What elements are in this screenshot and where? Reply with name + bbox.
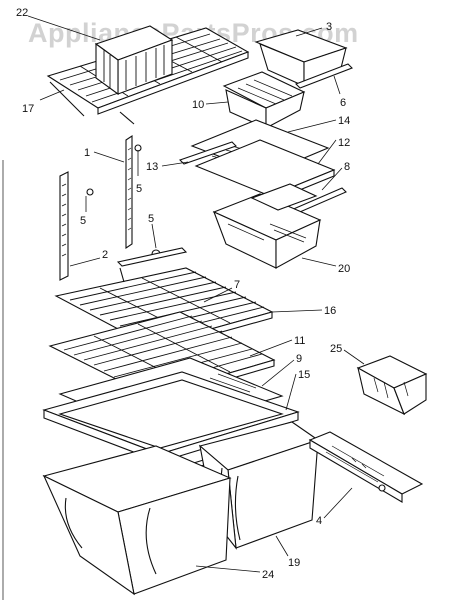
callout-22: 22 (16, 7, 28, 19)
callout-6: 6 (340, 97, 346, 109)
callout-11: 11 (294, 335, 305, 347)
shelf-ladder-right (125, 134, 133, 250)
callout-16: 16 (324, 305, 336, 317)
callout-2: 2 (102, 249, 108, 261)
crisper-drawer-left (42, 445, 232, 596)
door-bin (356, 355, 428, 416)
callout-4: 4 (316, 515, 322, 527)
callout-9: 9 (296, 353, 302, 365)
callout-10: 10 (192, 99, 204, 111)
callout-5-left: 5 (80, 215, 86, 227)
callout-labels: 22 3 17 6 10 14 12 1 13 8 5 5 5 2 20 7 1… (16, 7, 350, 581)
bin-rail (295, 63, 353, 89)
deli-drawer (212, 183, 322, 269)
callout-3: 3 (326, 21, 332, 33)
callout-17: 17 (22, 103, 34, 115)
callout-7: 7 (234, 279, 240, 291)
crisper-control-assembly (308, 431, 424, 503)
shelf-ladder-left (59, 171, 69, 281)
crisper-bracket (222, 71, 306, 129)
callout-5-right: 5 (148, 213, 154, 225)
callout-1: 1 (84, 147, 90, 159)
shelf-sub-rack (94, 25, 174, 96)
callout-24: 24 (262, 569, 274, 581)
callout-13: 13 (146, 161, 158, 173)
callout-8: 8 (344, 161, 350, 173)
callout-15: 15 (298, 369, 310, 381)
callout-19: 19 (288, 557, 300, 569)
callout-5-top: 5 (136, 183, 142, 195)
callout-20: 20 (338, 263, 350, 275)
callout-12: 12 (338, 137, 350, 149)
callout-14: 14 (338, 115, 350, 127)
callout-25: 25 (330, 343, 342, 355)
callout-leaders (27, 15, 365, 573)
